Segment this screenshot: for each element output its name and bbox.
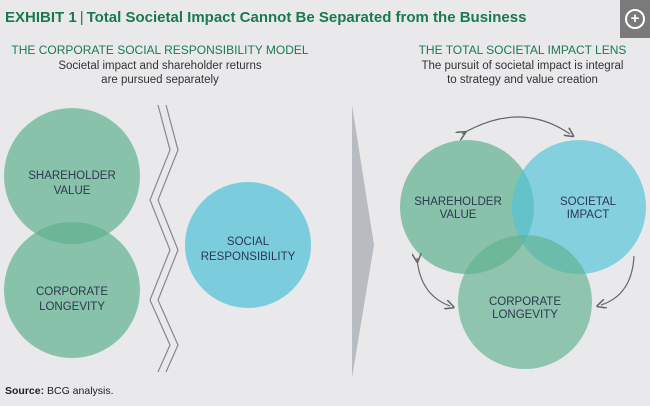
- right-desc-line1: The pursuit of societal impact is integr…: [421, 60, 624, 72]
- plus-circle-icon: +: [625, 9, 645, 29]
- left-desc-line2: are pursued separately: [101, 74, 219, 86]
- exhibit-title: EXHIBIT 1|Total Societal Impact Cannot B…: [5, 9, 527, 26]
- exhibit-label: EXHIBIT 1: [5, 9, 77, 26]
- label: LONGEVITY: [492, 309, 558, 321]
- cycle-arrow-icon: [417, 258, 450, 306]
- right-heading: THE TOTAL SOCIETAL IMPACT LENS: [418, 43, 627, 57]
- title-text: Total Societal Impact Cannot Be Separate…: [86, 9, 527, 26]
- left-desc-line1: Societal impact and shareholder returns: [58, 60, 262, 72]
- social-responsibility-circle: [185, 182, 311, 308]
- corporate-longevity-circle: [4, 222, 140, 358]
- source-text: BCG analysis.: [47, 385, 114, 397]
- right-header: THE TOTAL SOCIETAL IMPACT LENS The pursu…: [395, 43, 650, 87]
- label: IMPACT: [567, 209, 610, 221]
- cycle-arrow-icon: [601, 255, 635, 305]
- label: CORPORATE: [489, 296, 561, 308]
- label: SHAREHOLDER: [28, 170, 116, 182]
- right-desc-line2: to strategy and value creation: [447, 74, 598, 86]
- transition-arrow: [352, 105, 374, 378]
- separator-zigzag: [149, 104, 179, 373]
- left-heading: THE CORPORATE SOCIAL RESPONSIBILITY MODE…: [11, 43, 309, 57]
- expand-button[interactable]: +: [620, 0, 650, 38]
- left-header: THE CORPORATE SOCIAL RESPONSIBILITY MODE…: [0, 43, 320, 87]
- cycle-arrow-icon: [462, 116, 570, 134]
- label: SHAREHOLDER: [414, 196, 502, 208]
- label: CORPORATE: [36, 286, 108, 298]
- label: SOCIAL: [227, 236, 270, 248]
- label: SOCIETAL: [560, 196, 617, 208]
- label: RESPONSIBILITY: [201, 251, 296, 263]
- corporate-longevity-circle: [458, 235, 592, 369]
- source-label: Source:: [5, 385, 45, 397]
- source-note: Source: BCG analysis.: [5, 385, 114, 397]
- label: VALUE: [54, 185, 91, 197]
- shareholder-value-circle: [4, 108, 140, 244]
- label: VALUE: [440, 209, 477, 221]
- label: LONGEVITY: [39, 301, 105, 313]
